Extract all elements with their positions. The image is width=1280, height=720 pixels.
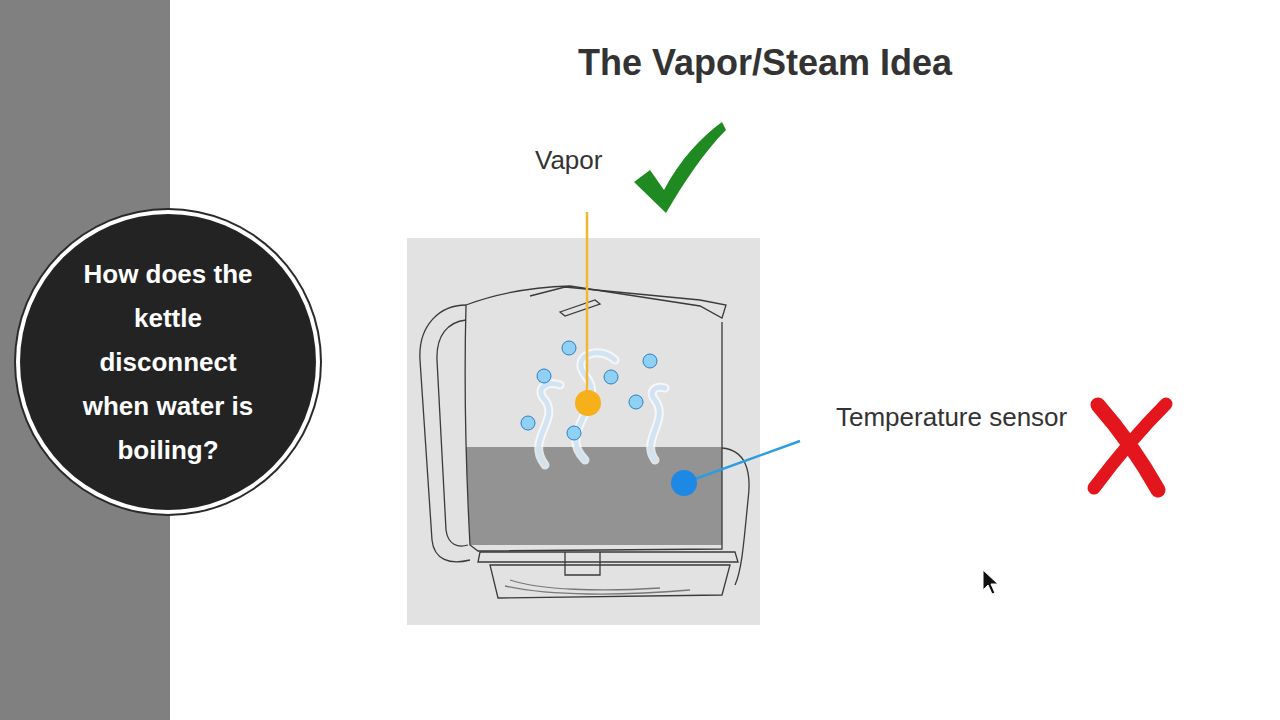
vapor-leader: [586, 212, 589, 392]
title: The Vapor/Steam Idea: [578, 42, 952, 84]
question-text-line: How does the kettle disconnect when wate…: [77, 252, 259, 473]
kettle-sketch: [407, 238, 760, 625]
vapor-dot: [575, 390, 601, 416]
question-text: How does the kettle disconnect when wate…: [77, 252, 259, 473]
cross-mark: [1094, 404, 1166, 490]
sensor-dot: [671, 470, 697, 496]
question-circle: How does the kettle disconnect when wate…: [20, 214, 316, 510]
sensor-label: Temperature sensor: [836, 402, 1067, 433]
sensor-leader: [684, 441, 800, 483]
check-mark: [634, 122, 726, 213]
vapor-label: Vapor: [535, 145, 602, 176]
mouse-cursor: [983, 570, 998, 594]
